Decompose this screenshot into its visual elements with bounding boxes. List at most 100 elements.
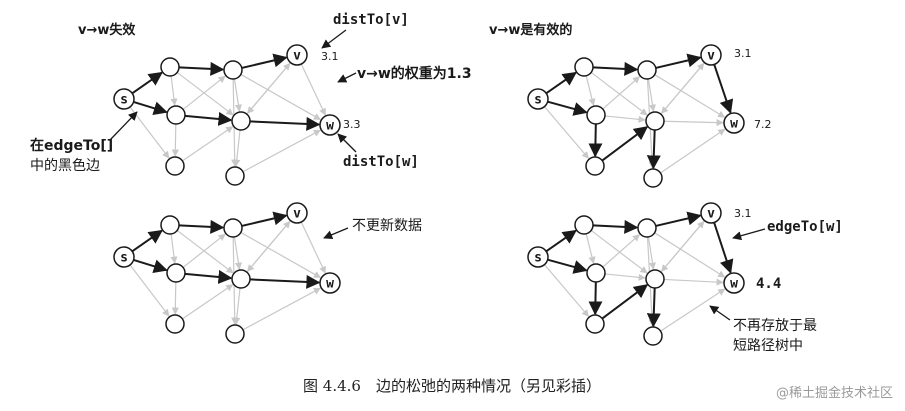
edge-v-b2 xyxy=(247,62,291,114)
tree-edge-b2-c2 xyxy=(646,129,661,170)
node-b1 xyxy=(586,263,606,283)
node-a2 xyxy=(637,60,657,80)
node-a1 xyxy=(574,215,594,235)
node-b2 xyxy=(231,111,251,131)
node-a2 xyxy=(223,60,243,80)
edge-a2-b2 xyxy=(647,236,657,270)
tree-edge-a2-v xyxy=(655,211,702,227)
node-label-s: s xyxy=(534,251,542,266)
edge-s-c1 xyxy=(129,264,170,317)
edge-b1-b2 xyxy=(604,273,646,281)
node-label-v: v xyxy=(707,49,715,64)
edge-c2-w xyxy=(242,287,321,331)
edge-a2-w xyxy=(240,73,322,121)
edge-b1-a2 xyxy=(182,75,226,110)
title-ineligible: v→w失效 xyxy=(78,22,136,38)
node-s xyxy=(113,88,135,110)
tree-edge-b2-w xyxy=(249,116,321,131)
edge-v-w xyxy=(300,221,326,274)
label-distTo-v: distTo[v] xyxy=(333,12,409,28)
node-c1 xyxy=(165,314,185,334)
label-weight: v→w的权重为1.3 xyxy=(357,65,472,82)
edge-b1-a2 xyxy=(602,76,641,110)
tree-edge-a2-v xyxy=(655,53,702,69)
edge-v-w xyxy=(300,63,326,116)
node-w xyxy=(723,112,745,134)
node-v xyxy=(700,44,722,66)
node-c2 xyxy=(643,168,663,188)
node-label-v: v xyxy=(707,207,715,222)
node-c2 xyxy=(225,324,245,344)
edge-a2-b2 xyxy=(233,236,243,270)
label-w-dist: 7.2 xyxy=(754,118,772,131)
node-b1 xyxy=(166,263,186,283)
label-w-dist: 3.3 xyxy=(343,118,361,131)
edge-v-b2 xyxy=(661,62,705,114)
tree-edge-s-a1 xyxy=(545,71,577,95)
pointer-distTo-w xyxy=(337,133,357,153)
node-a1 xyxy=(160,57,180,77)
tree-edge-b1-b2 xyxy=(184,111,233,126)
node-b2 xyxy=(645,111,665,131)
edge-v-b2 xyxy=(247,220,291,272)
pointer-weight xyxy=(337,72,357,83)
tree-edge-a1-a2 xyxy=(178,219,225,234)
figure-caption: 图 4.4.6 边的松弛的两种情况（另见彩插） xyxy=(303,377,601,395)
node-label-w: w xyxy=(326,119,334,134)
label-distTo-w: distTo[w] xyxy=(343,154,419,170)
node-s xyxy=(113,246,135,268)
node-c1 xyxy=(585,314,605,334)
edge-b2-c2 xyxy=(233,129,241,167)
node-label-v: v xyxy=(293,49,301,64)
node-a2 xyxy=(637,218,657,238)
edge-b1-c1 xyxy=(171,123,179,157)
tree-edge-a1-a2 xyxy=(178,61,225,76)
edge-c2-w xyxy=(660,288,726,332)
tree-edge-s-b1 xyxy=(133,258,168,274)
tree-edge-b1-b2 xyxy=(184,269,233,284)
node-c2 xyxy=(225,166,245,186)
edge-b1-a2 xyxy=(182,233,226,268)
edge-s-c1 xyxy=(544,264,589,317)
tree-edge-s-b1 xyxy=(133,100,168,116)
tree-edge-c1-b2 xyxy=(601,284,649,320)
label-edgeTo-1: 在edgeTo[] xyxy=(30,137,113,154)
pointer-removed xyxy=(709,305,731,321)
node-label-w: w xyxy=(326,277,334,292)
tree-edge-v-w xyxy=(713,64,734,114)
edge-b1-c1 xyxy=(171,281,179,315)
edge-b1-b2 xyxy=(604,115,646,123)
label-removed-2: 短路径树中 xyxy=(733,338,803,354)
node-label-w: w xyxy=(730,277,738,292)
edge-a2-w xyxy=(240,231,322,279)
title-eligible: v→w是有效的 xyxy=(489,22,572,38)
node-w xyxy=(319,114,341,136)
label-v-dist: 3.1 xyxy=(734,47,752,60)
edge-a2-b2 xyxy=(647,78,657,112)
node-a2 xyxy=(223,218,243,238)
tree-edge-s-a1 xyxy=(131,71,163,95)
node-c1 xyxy=(585,156,605,176)
tree-edge-b2-c2 xyxy=(646,287,661,328)
label-v-dist: 3.1 xyxy=(321,50,339,63)
node-b2 xyxy=(231,269,251,289)
edge-c1-b2 xyxy=(182,126,234,162)
panel-top-left: svwv→w失效distTo[v]3.1v→w的权重为1.33.3distTo[… xyxy=(30,12,472,186)
node-label-w: w xyxy=(730,117,738,132)
edge-c1-b2 xyxy=(182,284,234,320)
label-w-dist: 4.4 xyxy=(756,276,781,292)
tree-edge-a2-v xyxy=(241,53,288,69)
node-v xyxy=(286,44,308,66)
tree-edge-b1-c1 xyxy=(588,281,603,316)
node-w xyxy=(723,272,745,294)
pointer-edgeTo-w xyxy=(732,228,766,241)
edge-b2-w xyxy=(663,118,724,127)
tree-edge-s-b1 xyxy=(547,258,588,274)
edge-b2-c2 xyxy=(233,287,241,325)
tree-edge-a1-a2 xyxy=(592,219,639,234)
tree-edge-s-a1 xyxy=(131,229,163,253)
label-removed-1: 不再存放于最 xyxy=(733,318,817,334)
